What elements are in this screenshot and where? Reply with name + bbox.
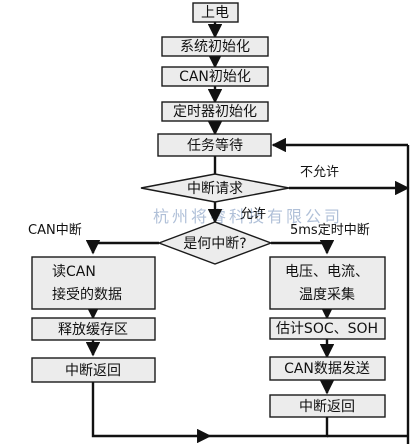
- allowed-label: 允许: [240, 206, 266, 222]
- timer-init-box: [161, 101, 269, 122]
- collect-label-1: 电压、电流、: [285, 264, 369, 280]
- task-wait-box: [157, 133, 272, 157]
- can-init-box: [161, 66, 269, 87]
- int-return-left-label: 中断返回: [65, 363, 121, 379]
- estimate-box: [269, 317, 386, 340]
- int-return-right-box: [269, 394, 386, 418]
- which-interrupt-diamond: [157, 221, 273, 265]
- sys-init-label: 系统初始化: [180, 38, 250, 55]
- release-buffer-label: 释放缓存区: [58, 322, 128, 338]
- power-on-label: 上电: [201, 5, 229, 21]
- can-send-box: [269, 356, 386, 381]
- read-can-label-2: 接受的数据: [52, 286, 122, 303]
- read-can-box: [31, 256, 156, 310]
- timer-init-label: 定时器初始化: [173, 103, 257, 120]
- can-interrupt-label: CAN中断: [28, 223, 82, 238]
- connectors: [85, 22, 410, 444]
- task-wait-label: 任务等待: [187, 137, 243, 154]
- can-init-label: CAN初始化: [179, 68, 251, 85]
- timer-interrupt-label: 5ms定时中断: [290, 223, 370, 238]
- not-allowed-label: 不允许: [300, 164, 339, 180]
- estimate-label: 估计SOC、SOH: [276, 321, 378, 337]
- interrupt-request-diamond: [140, 173, 290, 203]
- power-on-box: [192, 2, 239, 23]
- can-send-label: CAN数据发送: [284, 361, 370, 377]
- collect-box: [269, 256, 386, 310]
- interrupt-request-label: 中断请求: [187, 181, 243, 197]
- which-interrupt-label: 是何中断?: [183, 236, 246, 252]
- int-return-right-label: 中断返回: [299, 399, 355, 415]
- read-can-label-1: 读CAN: [52, 263, 96, 280]
- watermark: 杭州将睿科技有限公司: [153, 207, 343, 226]
- sys-init-box: [161, 36, 269, 57]
- release-buffer-box: [31, 317, 156, 341]
- int-return-left-box: [31, 357, 156, 383]
- collect-label-2: 温度采集: [299, 286, 355, 303]
